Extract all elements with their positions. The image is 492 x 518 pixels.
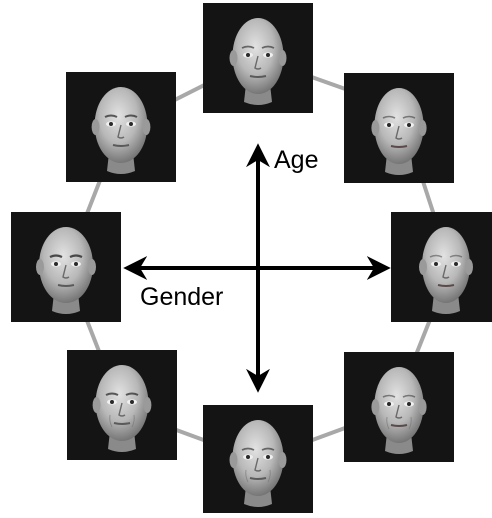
face-top-tile: [203, 3, 313, 113]
age-axis-label: Age: [274, 146, 319, 174]
gender-axis-label: Gender: [140, 283, 224, 311]
face-upper-right-tile: [344, 73, 454, 183]
faces-layer: [11, 3, 492, 515]
face-left-tile: [11, 212, 121, 322]
face-lower-right-tile: [344, 352, 454, 462]
face-upper-left-tile: [66, 72, 176, 182]
face-right-tile: [391, 212, 492, 322]
face-lower-left-tile: [67, 350, 177, 460]
face-bottom-tile: [203, 405, 313, 515]
